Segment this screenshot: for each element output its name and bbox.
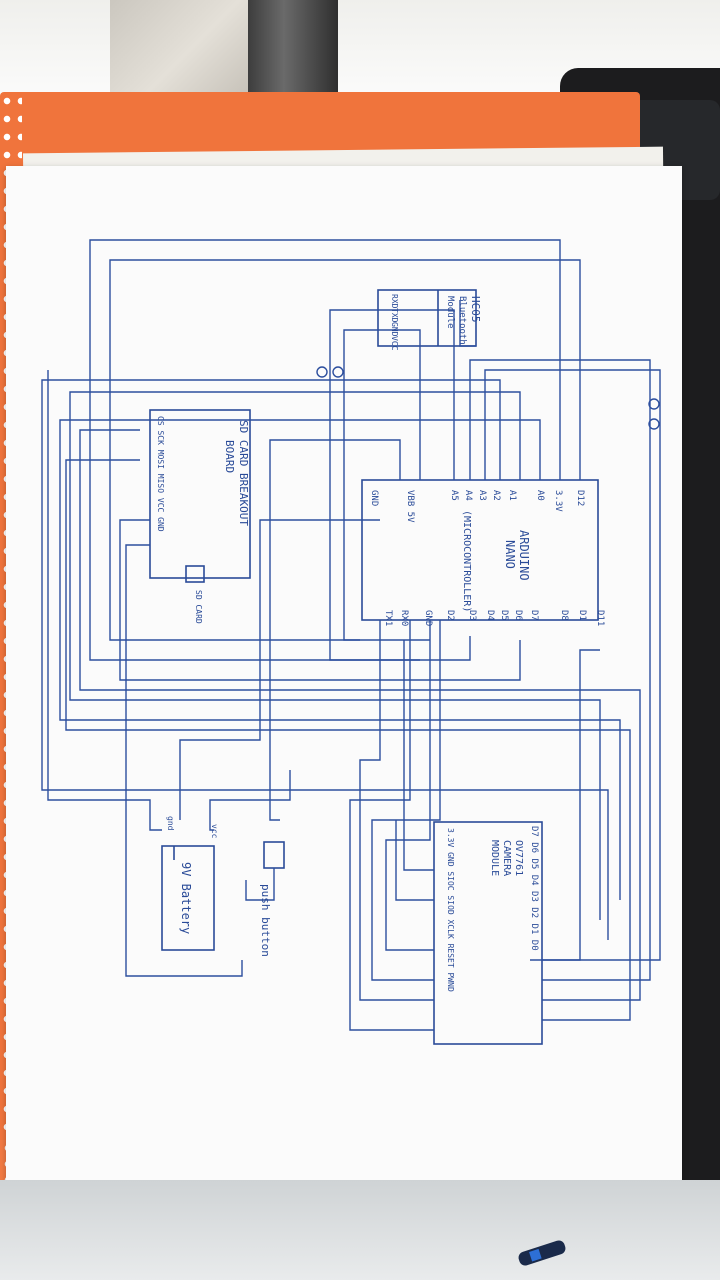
bt-pin-txd: TXD [390, 308, 399, 323]
arduino-pin-d11: D11 [595, 610, 605, 626]
sd-card-label: SD CARD [194, 590, 203, 624]
bt-pin-vcc: VCC [390, 336, 399, 351]
camera-box [433, 821, 543, 1045]
arduino-pin-a5: A5 [449, 490, 459, 501]
arduino-pin-a4: A4 [463, 490, 473, 501]
arduino-pin-rx0: RX0 [399, 610, 409, 626]
push-button-symbol [263, 841, 285, 869]
arduino-pin-a1: A1 [507, 490, 517, 501]
sd-title-2: BOARD [223, 440, 236, 473]
arduino-pin-3v3: 3.3V [553, 490, 563, 512]
battery-box [161, 845, 215, 951]
arduino-pin-gnd-2: GND [423, 610, 433, 626]
sd-board-box [149, 409, 251, 579]
arduino-pin-a0: A0 [535, 490, 545, 501]
bt-name: HC05 [469, 296, 482, 323]
battery-vcc-label: vcc [210, 824, 219, 839]
camera-line3: MODULE [489, 840, 500, 876]
arduino-pin-a3: A3 [477, 490, 487, 501]
arduino-pin-tx1: TX1 [383, 610, 393, 626]
battery-label: 9V Battery [179, 862, 193, 934]
arduino-pin-d1: D1 [577, 610, 587, 621]
camera-name: OV7761 [513, 840, 524, 876]
arduino-subtitle-2: (MICROCONTROLLER) [461, 510, 472, 612]
camera-pins-bottom: 3.3V GND SIOC SIOD XCLK RESET PWND [446, 828, 455, 992]
arduino-pin-a2: A2 [491, 490, 501, 501]
arduino-title: ARDUINO [517, 530, 531, 581]
arduino-pin-d5: D5 [499, 610, 509, 621]
battery-gnd-label: gnd [166, 816, 175, 831]
arduino-box [361, 479, 599, 621]
arduino-pin-vbb: VBB 5V [405, 490, 415, 523]
arduino-pin-d12: D12 [575, 490, 585, 506]
arduino-pin-d7: D7 [529, 610, 539, 621]
pen [512, 1238, 572, 1268]
camera-line2: CAMERA [501, 840, 512, 876]
sd-card-slot [185, 565, 205, 583]
arduino-pin-d4: D4 [485, 610, 495, 621]
arduino-subtitle: NANO [503, 540, 517, 569]
bluetooth-box [377, 289, 477, 347]
sd-pins: CS SCK MOSI MISO VCC GND [156, 416, 165, 532]
arduino-pin-d8: D8 [559, 610, 569, 621]
push-button-label: push button [259, 884, 272, 957]
arduino-pin-d3: D3 [467, 610, 477, 621]
floor [0, 1180, 720, 1280]
arduino-pin-gnd: GND [369, 490, 379, 506]
bt-line3: Module [445, 296, 455, 329]
bt-line2: Bluetooth [457, 296, 467, 345]
camera-pins-top: D7 D6 D5 D4 D3 D2 D1 D0 [529, 826, 539, 951]
arduino-pin-d2: D2 [445, 610, 455, 621]
bt-pin-rxd: RXD [390, 294, 399, 309]
sd-title: SD CARD BREAKOUT [237, 420, 250, 526]
arduino-pin-d6: D6 [513, 610, 523, 621]
bt-pin-gnd: GND [390, 322, 399, 337]
